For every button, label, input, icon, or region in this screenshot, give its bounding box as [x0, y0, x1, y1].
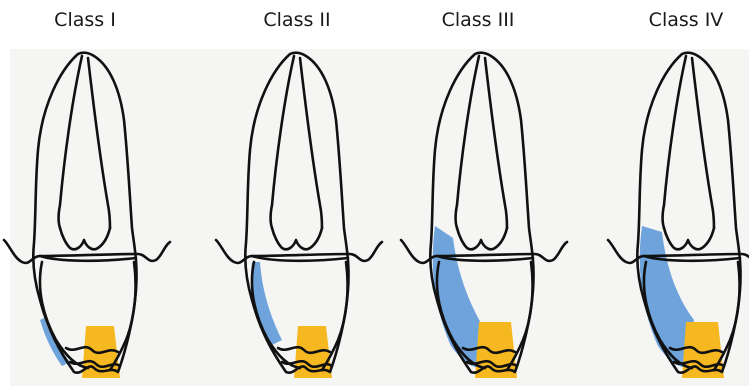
bone-loss-area-2 [251, 262, 282, 346]
tooth-class-4 [608, 53, 749, 378]
tooth-class-3 [401, 53, 567, 378]
tooth-class-2 [216, 53, 382, 378]
tooth-class-1 [4, 53, 170, 378]
